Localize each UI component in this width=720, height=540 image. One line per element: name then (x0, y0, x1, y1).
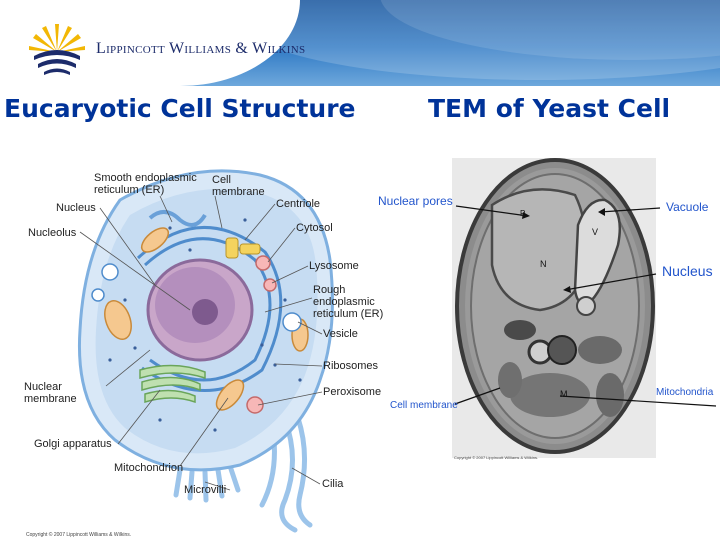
lysosome-shape (246, 255, 277, 414)
label-nuclear-membrane: Nuclear membrane (24, 381, 77, 405)
label-peroxisome: Peroxisome (323, 386, 382, 398)
publisher-logo-text: Lippincott Williams & Wilkins (96, 40, 306, 57)
label-cytosol: Cytosol (296, 222, 333, 234)
tem-nucleus-shape (490, 188, 588, 312)
mitochondria-shape (104, 227, 309, 411)
ribosome-dots (108, 218, 302, 432)
label-cilia: Cilia (322, 478, 344, 490)
label-nucleolus: Nucleolus (28, 227, 77, 239)
label-nuclear-pores: Nuclear pores (378, 194, 453, 208)
rough-er-shape (136, 225, 283, 392)
tem-mark-m: M (560, 389, 568, 399)
right-title: TEM of Yeast Cell (428, 94, 671, 123)
label-centriole: Centriole (276, 198, 321, 210)
label-tem-cell-membrane: Cell membrane (390, 400, 458, 411)
label-nucleus: Nucleus (56, 202, 96, 214)
tem-copyright: Copyright © 2007 Lippincott Williams & W… (454, 455, 539, 460)
microvilli-shape (173, 463, 241, 503)
vesicle-shape (91, 263, 302, 332)
label-rough-er: Rough endoplasmic reticulum (ER) (313, 284, 384, 320)
tem-mark-v: V (592, 227, 599, 237)
label-mitochondria: Mitochondria (656, 387, 714, 398)
label-smooth-er: Smooth endoplasmic reticulum (ER) (94, 172, 197, 196)
smooth-er-shape (148, 210, 207, 227)
label-ribosomes: Ribosomes (323, 360, 379, 372)
label-mitochondrion: Mitochondrion (114, 462, 184, 474)
label-cell-membrane: Cell membrane (212, 174, 265, 198)
nucleolus-shape (192, 299, 218, 325)
tem-mark-n: N (540, 259, 547, 269)
tem-mark-p: P (520, 209, 526, 218)
label-tem-nucleus: Nucleus (662, 263, 713, 279)
sunburst-logo-icon (29, 24, 85, 75)
left-title: Eucaryotic Cell Structure (4, 94, 356, 123)
label-lysosome: Lysosome (309, 260, 359, 272)
left-copyright: Copyright © 2007 Lippincott Williams & W… (26, 532, 132, 538)
label-microvilli: Microvilli (184, 484, 227, 496)
centriole-shape (225, 237, 261, 259)
label-vesicle: Vesicle (323, 328, 358, 340)
label-vacuole: Vacuole (666, 200, 709, 214)
label-golgi: Golgi apparatus (34, 438, 112, 450)
